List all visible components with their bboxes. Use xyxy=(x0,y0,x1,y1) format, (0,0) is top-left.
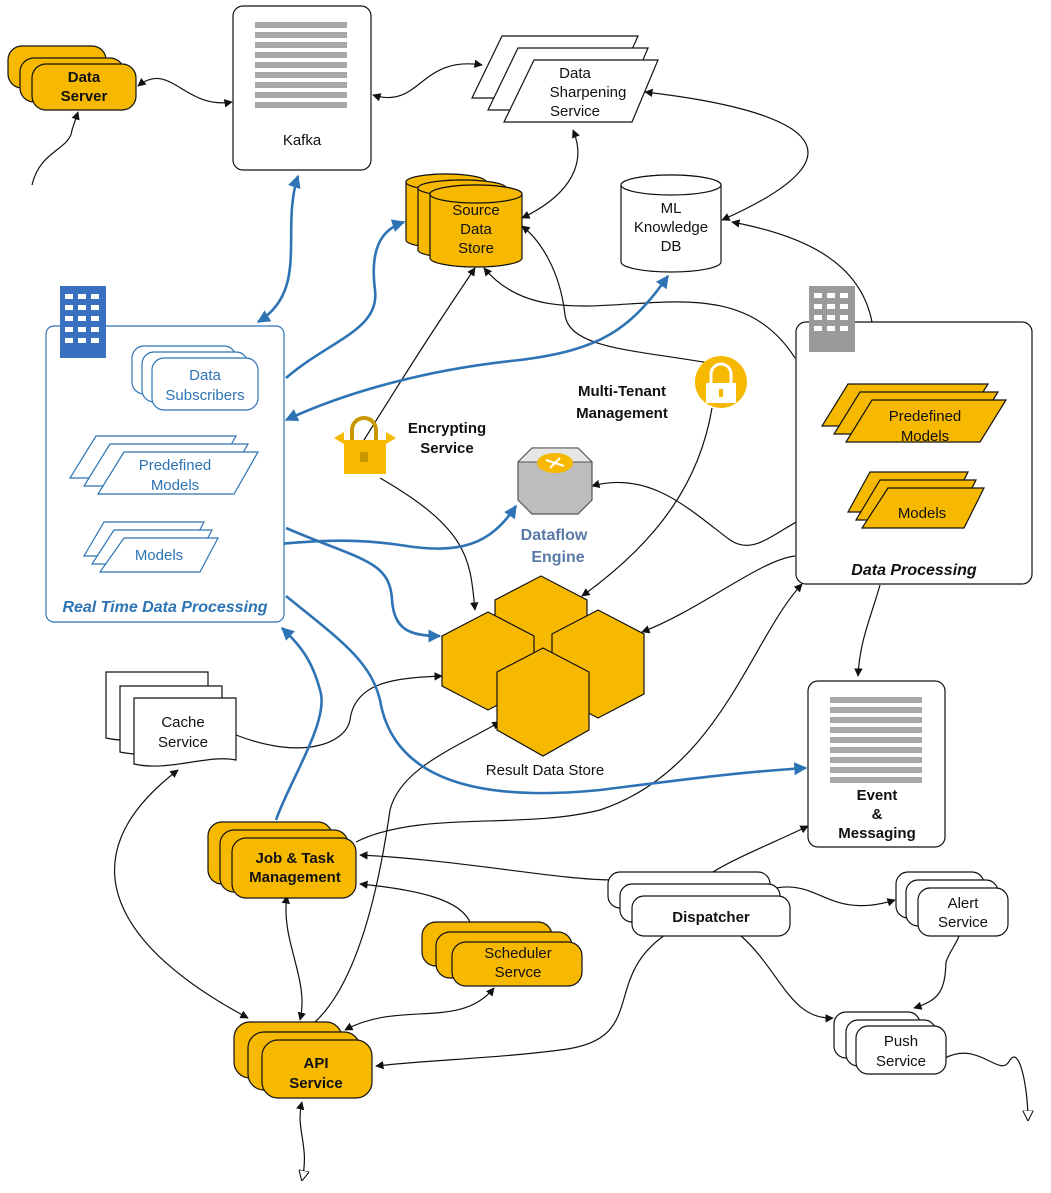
push-service-line2: Service xyxy=(876,1053,926,1070)
push-service-line1: Push xyxy=(884,1033,918,1050)
event-messaging-line1: Event xyxy=(857,787,898,804)
realtime-panel[interactable]: Data Subscribers Predefined Models Model… xyxy=(45,286,285,623)
dispatcher-label: Dispatcher xyxy=(672,909,750,926)
result-data-store-label: Result Data Store xyxy=(486,762,604,779)
data-server-node[interactable]: Data Server xyxy=(7,45,137,111)
scheduler-line1: Scheduler xyxy=(484,945,552,962)
server-building-icon xyxy=(809,286,855,352)
event-messaging-node[interactable]: Event & Messaging xyxy=(807,680,946,848)
scheduler-node[interactable]: Scheduler Servce xyxy=(421,921,583,987)
kafka-node[interactable]: Kafka xyxy=(232,5,372,171)
ml-db-line3: DB xyxy=(661,238,682,255)
dataflow-engine-node[interactable]: Dataflow Engine xyxy=(516,447,594,566)
rt-predefined-line2: Models xyxy=(151,477,199,494)
alert-service-line2: Service xyxy=(938,914,988,931)
api-service-line2: Service xyxy=(289,1075,342,1092)
alert-service-node[interactable]: Alert Service xyxy=(895,871,1009,937)
api-service-line1: API xyxy=(303,1055,328,1072)
source-data-store-line3: Store xyxy=(458,240,494,257)
source-data-store-line2: Data xyxy=(460,221,492,238)
alert-service-line1: Alert xyxy=(948,895,980,912)
dataflow-engine-icon xyxy=(516,447,594,515)
data-processing-panel[interactable]: Predefined Models Models Data Processing xyxy=(795,286,1033,585)
scheduler-line2: Servce xyxy=(495,964,542,981)
api-service-node[interactable]: API Service xyxy=(233,1021,373,1099)
rt-predefined-models-node[interactable]: Predefined Models xyxy=(68,435,260,495)
dp-predefined-line1: Predefined xyxy=(889,408,962,425)
data-subscribers-line1: Data xyxy=(189,367,221,384)
realtime-panel-title: Real Time Data Processing xyxy=(62,599,267,616)
encrypting-line1: Encrypting xyxy=(408,420,486,437)
job-task-node[interactable]: Job & Task Management xyxy=(207,821,357,899)
event-messaging-line3: Messaging xyxy=(838,825,916,842)
dp-models-node[interactable]: Models xyxy=(846,471,985,529)
kafka-label: Kafka xyxy=(283,132,322,149)
encrypting-line2: Service xyxy=(420,440,473,457)
cache-service-line1: Cache xyxy=(161,714,204,731)
multi-tenant-line1: Multi-Tenant xyxy=(578,383,666,400)
dp-models-label: Models xyxy=(898,505,946,522)
padlock-icon xyxy=(334,416,396,474)
dispatcher-node[interactable]: Dispatcher xyxy=(607,871,791,937)
data-subscribers-line2: Subscribers xyxy=(165,387,244,404)
ml-db-line1: ML xyxy=(661,200,682,217)
ml-knowledge-db-node[interactable]: ML Knowledge DB xyxy=(620,174,722,273)
data-subscribers-node[interactable]: Data Subscribers xyxy=(131,345,259,411)
data-server-line2: Server xyxy=(61,88,108,105)
push-service-node[interactable]: Push Service xyxy=(833,1011,947,1075)
data-sharpening-node[interactable]: Data Sharpening Service xyxy=(471,35,659,123)
rt-models-node[interactable]: Models xyxy=(82,521,219,573)
source-data-store-line1: Source xyxy=(452,202,500,219)
blue-connectors xyxy=(209,174,808,821)
rt-predefined-line1: Predefined xyxy=(139,457,212,474)
dataflow-engine-line2: Engine xyxy=(531,549,584,566)
data-sharpening-line2: Sharpening xyxy=(550,84,627,101)
dataflow-engine-line1: Dataflow xyxy=(521,527,588,544)
padlock-icon xyxy=(695,356,747,408)
data-sharpening-line3: Service xyxy=(550,103,600,120)
data-processing-panel-title: Data Processing xyxy=(851,562,977,579)
message-log-icon xyxy=(830,697,922,783)
encrypting-service-node[interactable]: Encrypting Service xyxy=(334,416,486,474)
kafka-log-icon xyxy=(255,22,347,108)
result-data-store-node[interactable]: Result Data Store xyxy=(441,575,645,779)
job-task-line1: Job & Task xyxy=(256,850,336,867)
cache-service-line2: Service xyxy=(158,734,208,751)
ml-db-line2: Knowledge xyxy=(634,219,708,236)
event-messaging-line2: & xyxy=(872,806,883,823)
document-stack-icon xyxy=(105,671,237,767)
data-server-line1: Data xyxy=(68,69,101,86)
dp-predefined-line2: Models xyxy=(901,428,949,445)
dp-predefined-models-node[interactable]: Predefined Models xyxy=(820,383,1008,445)
source-data-store-node[interactable]: Source Data Store xyxy=(405,173,523,268)
rt-models-label: Models xyxy=(135,547,183,564)
data-sharpening-line1: Data xyxy=(559,65,591,82)
server-building-icon xyxy=(60,286,106,358)
job-task-line2: Management xyxy=(249,869,341,886)
multi-tenant-line2: Management xyxy=(576,405,668,422)
cache-service-node[interactable]: Cache Service xyxy=(105,671,237,767)
